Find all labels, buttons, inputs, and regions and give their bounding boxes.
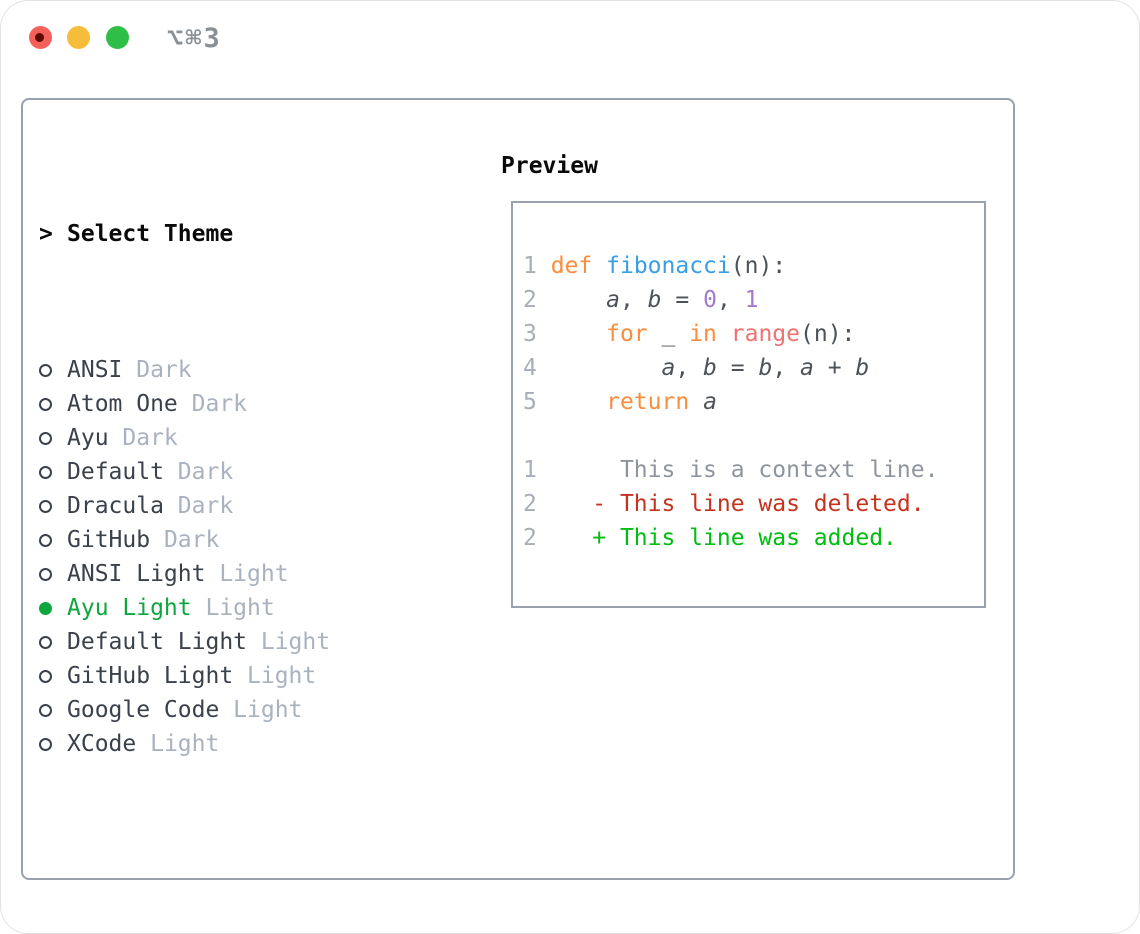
radio-unselected-icon [39, 567, 52, 581]
radio-unselected-icon [39, 397, 52, 411]
theme-item[interactable]: Google Code Light [39, 693, 427, 727]
item-variant-label: Dark [177, 391, 248, 417]
theme-item[interactable]: XCode Light [39, 727, 427, 761]
radio-unselected-icon [39, 703, 52, 717]
item-label: Default [67, 459, 164, 485]
radio-unselected-icon [39, 499, 52, 513]
item-label: GitHub [67, 527, 151, 553]
item-variant-label: Dark [108, 425, 178, 451]
radio-unselected-icon [39, 431, 52, 445]
select-theme-header: > Select Theme [39, 217, 427, 251]
theme-item[interactable]: Dracula Dark [39, 489, 427, 523]
page-title: Select Theme [67, 221, 234, 247]
code-line: 4 a, b = b, a + b [523, 355, 870, 381]
item-variant-label: Dark [122, 357, 192, 383]
close-button[interactable] [29, 26, 52, 49]
code-line: 2 - This line was deleted. [523, 491, 925, 517]
code-preview: 1 def fibonacci(n): 2 a, b = 0, 1 3 for _ … [523, 249, 984, 555]
theme-item[interactable]: GitHub Light Light [39, 659, 427, 693]
item-variant-label: Light [233, 663, 317, 689]
title-bar: ⌥⌘3 [1, 1, 1139, 75]
prompt-caret: > [39, 221, 53, 247]
item-variant-label: Light [136, 731, 220, 757]
item-label: XCode [67, 731, 137, 757]
code-line: 3 for _ in range(n): [523, 321, 856, 347]
preview-box: 1 def fibonacci(n): 2 a, b = 0, 1 3 for _ … [511, 201, 986, 608]
item-variant-label: Light [219, 697, 303, 723]
item-label: GitHub Light [67, 663, 234, 689]
item-variant-label: Dark [163, 459, 234, 485]
spacer [39, 863, 427, 897]
item-variant-label: Light [191, 595, 275, 621]
item-label: Google Code [67, 697, 220, 723]
radio-unselected-icon [39, 465, 52, 479]
item-label: Atom One [67, 391, 178, 417]
code-line: 2 + This line was added. [523, 525, 897, 551]
code-line [523, 419, 984, 453]
window-shortcut-label: ⌥⌘3 [167, 23, 222, 54]
code-line: 5 return a [523, 389, 717, 415]
item-variant-label: Light [247, 629, 331, 655]
theme-item[interactable]: ANSI Dark [39, 353, 427, 387]
theme-item[interactable]: ANSI Light Light [39, 557, 427, 591]
radio-selected-icon [39, 601, 52, 615]
radio-unselected-icon [39, 533, 52, 547]
code-line: 1 def fibonacci(n): [523, 253, 787, 279]
preview-title: Preview [501, 153, 598, 179]
minimize-button[interactable] [67, 26, 90, 49]
radio-unselected-icon [39, 363, 52, 377]
item-label: Dracula [67, 493, 164, 519]
item-variant-label: Dark [150, 527, 220, 553]
item-variant-label: Dark [163, 493, 234, 519]
item-variant-label: Light [205, 561, 289, 587]
radio-unselected-icon [39, 737, 52, 751]
item-label: Ayu Light [67, 595, 192, 621]
radio-unselected-icon [39, 669, 52, 683]
zoom-button[interactable] [106, 26, 129, 49]
code-line: 2 a, b = 0, 1 [523, 287, 759, 313]
theme-item[interactable]: Ayu Light Light [39, 591, 427, 625]
theme-item[interactable]: Atom One Dark [39, 387, 427, 421]
radio-unselected-icon [39, 635, 52, 649]
item-label: ANSI Light [67, 561, 206, 587]
theme-item[interactable]: Default Light Light [39, 625, 427, 659]
item-label: Ayu [67, 425, 109, 451]
code-line: 1 This is a context line. [523, 457, 939, 483]
theme-item[interactable]: Ayu Dark [39, 421, 427, 455]
item-label: ANSI [67, 357, 123, 383]
theme-item[interactable]: GitHub Dark [39, 523, 427, 557]
item-label: Default Light [67, 629, 248, 655]
theme-item[interactable]: Default Dark [39, 455, 427, 489]
